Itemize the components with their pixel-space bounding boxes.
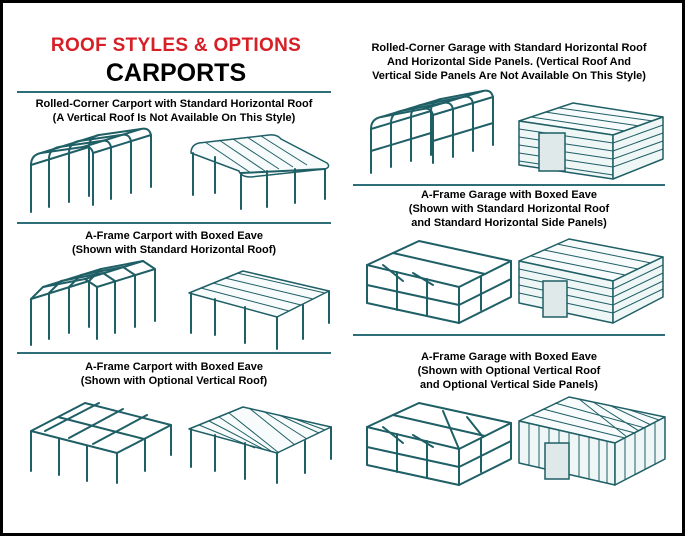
a-frame-carport-horizontal-finished-drawing	[185, 265, 335, 351]
roll-up-door-icon	[542, 280, 568, 318]
divider-right-2	[353, 334, 665, 336]
a-frame-carport-horizontal-frame-drawing	[25, 257, 175, 349]
a-frame-garage-horizontal-finished-drawing	[517, 233, 667, 327]
a-frame-garage-horizontal-frame-drawing	[363, 235, 515, 327]
roof-styles-title: ROOF STYLES & OPTIONS	[50, 35, 302, 56]
a-frame-garage-vertical-frame-drawing	[363, 397, 515, 489]
a-frame-carport-vertical-finished-drawing	[185, 401, 337, 485]
caption-a-frame-garage-horizontal: A-Frame Garage with Boxed Eave (Shown wi…	[408, 189, 610, 229]
caption-a-frame-carport-horizontal: A-Frame Carport with Boxed Eave (Shown w…	[71, 230, 277, 256]
divider-left-2	[17, 222, 331, 224]
divider-left-3	[17, 352, 331, 354]
rolled-corner-garage-frame-drawing	[363, 89, 513, 181]
rolled-corner-carport-finished-drawing	[185, 133, 335, 213]
caption-a-frame-garage-vertical: A-Frame Garage with Boxed Eave (Shown wi…	[417, 351, 601, 391]
divider-left-1	[17, 91, 331, 93]
roll-up-door-icon	[544, 442, 570, 480]
rolled-corner-garage-finished-drawing	[517, 99, 667, 185]
divider-right-1	[353, 184, 665, 186]
roll-up-door-icon	[538, 132, 566, 172]
caption-rolled-corner-carport: Rolled-Corner Carport with Standard Hori…	[35, 98, 313, 124]
caption-rolled-corner-garage: Rolled-Corner Garage with Standard Horiz…	[371, 42, 647, 82]
a-frame-garage-vertical-finished-drawing	[517, 393, 669, 489]
caption-a-frame-carport-vertical: A-Frame Carport with Boxed Eave (Shown w…	[80, 361, 268, 387]
carports-title: CARPORTS	[105, 59, 247, 87]
rolled-corner-carport-frame-drawing	[25, 127, 175, 217]
a-frame-carport-vertical-frame-drawing	[25, 395, 177, 485]
